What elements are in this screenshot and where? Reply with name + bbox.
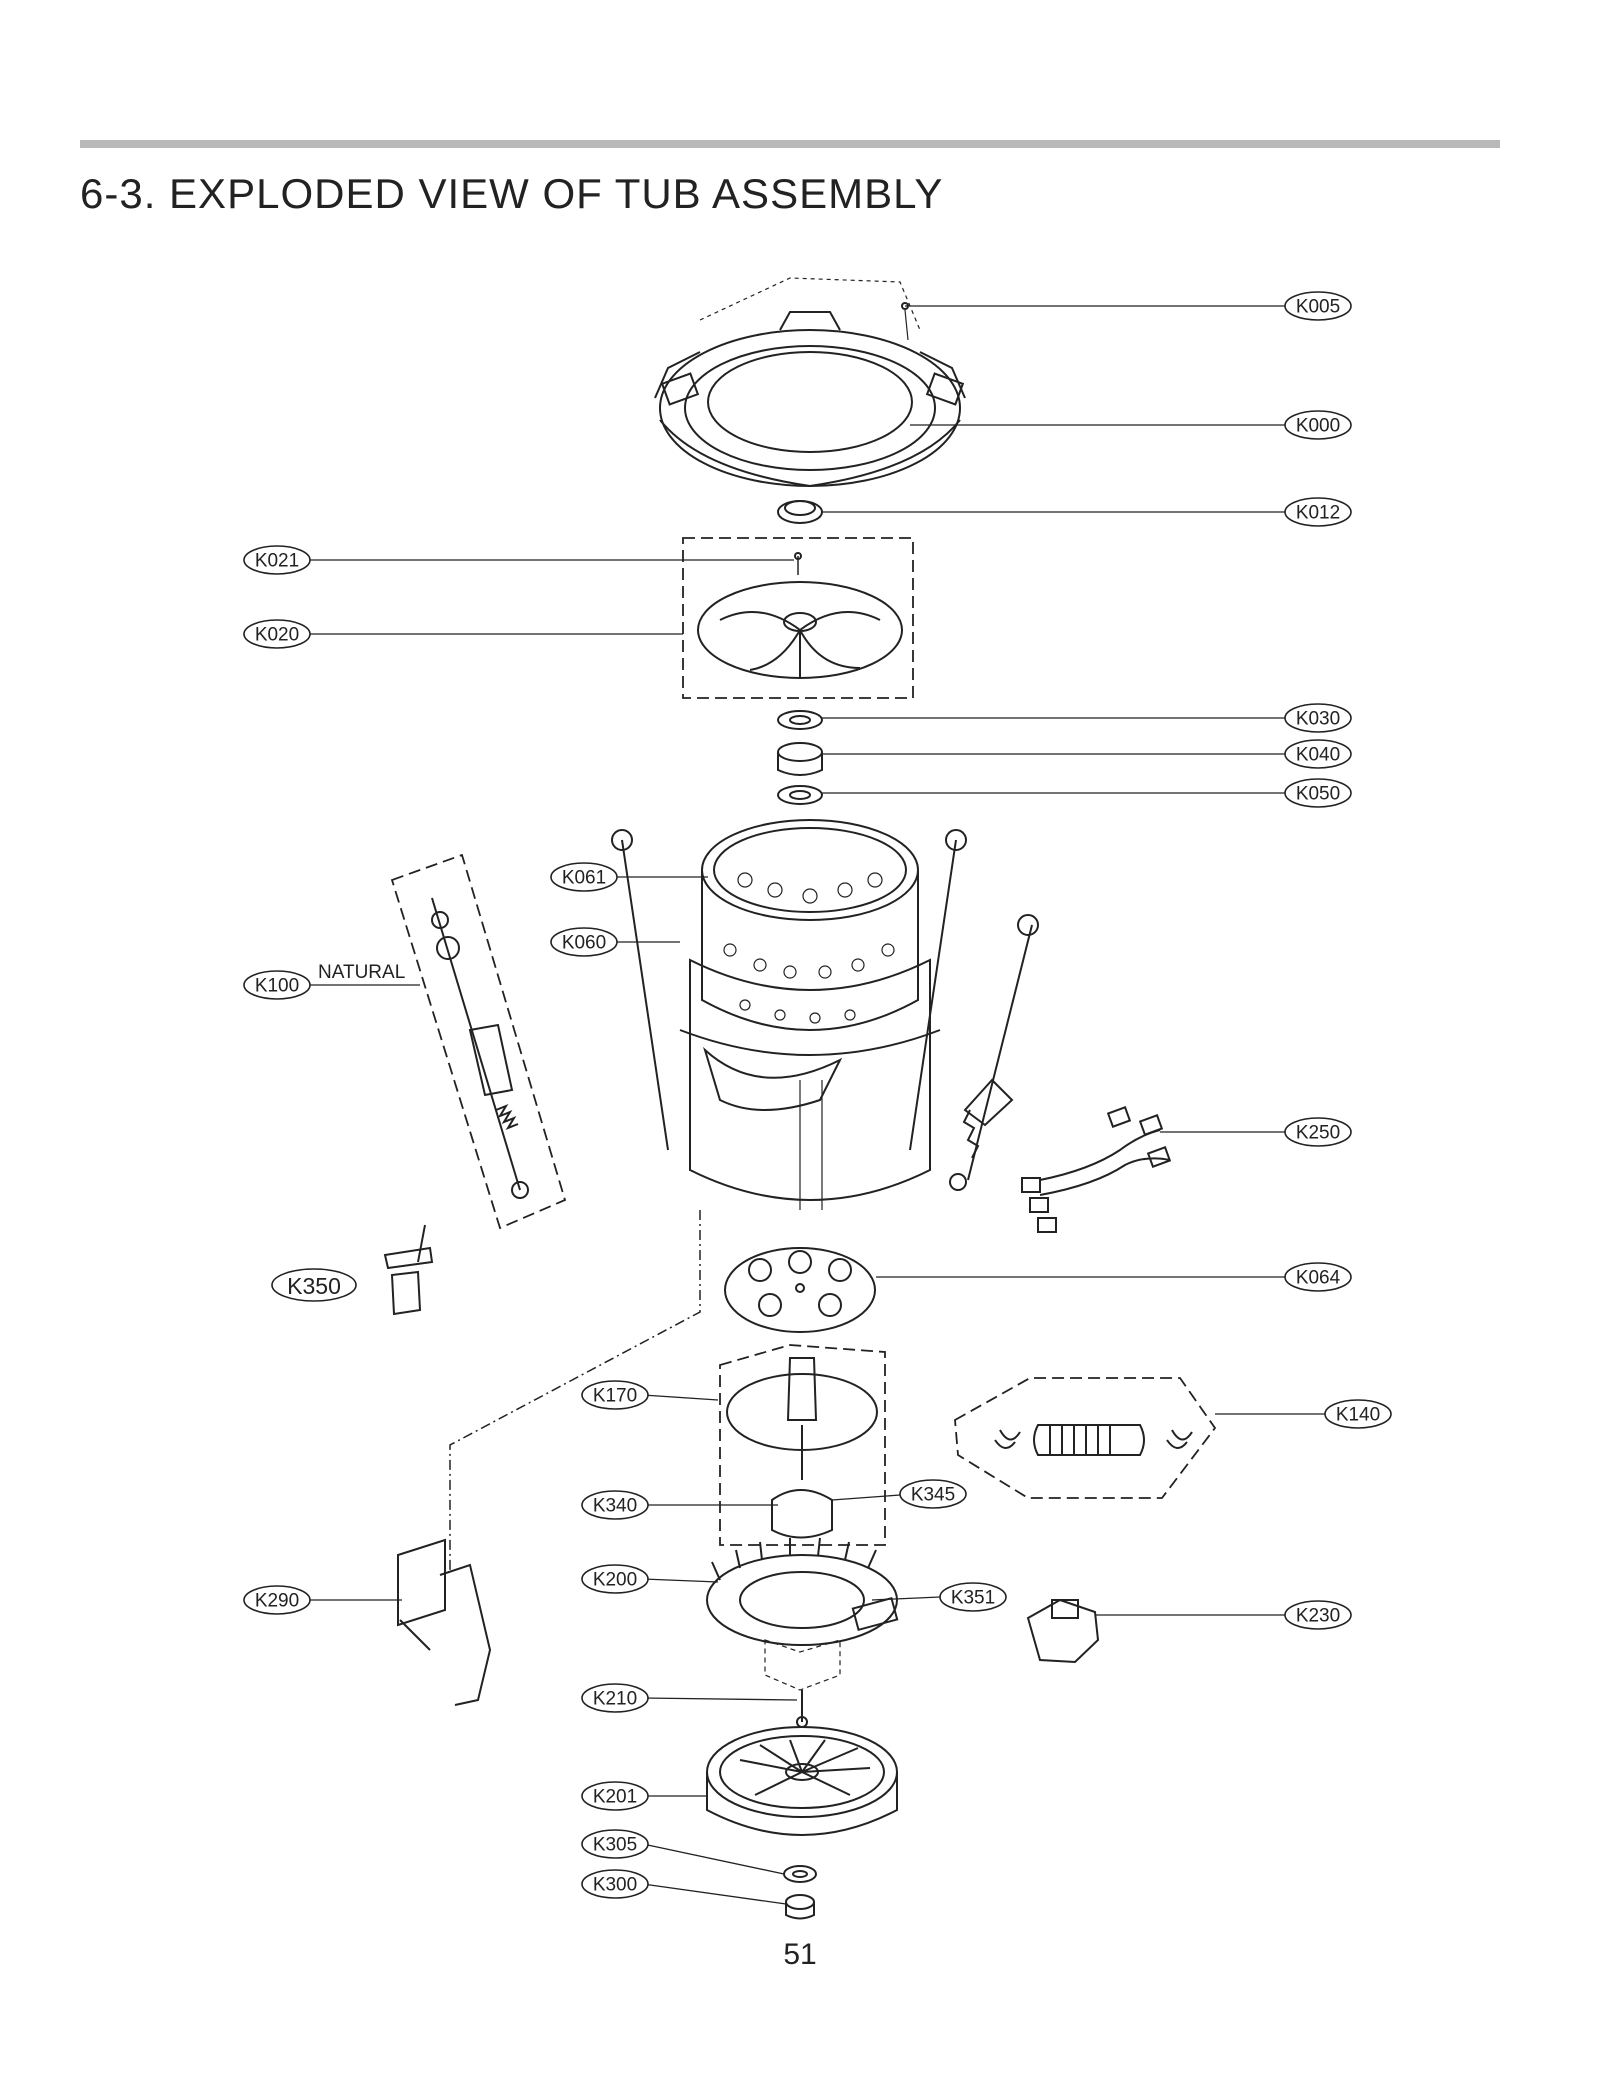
k140-group-box: [954, 1377, 1217, 1499]
natural-note: NATURAL: [318, 962, 405, 983]
callout-k230: K230: [1296, 1606, 1340, 1627]
callout-k200: K200: [593, 1570, 637, 1591]
callout-k060: K060: [562, 933, 606, 954]
callout-k300: K300: [593, 1875, 637, 1896]
page-title: 6-3. EXPLODED VIEW OF TUB ASSEMBLY: [80, 170, 944, 217]
k100-rod-part: [431, 897, 529, 1199]
page-number: 51: [783, 1938, 817, 1971]
k170-group-box: [719, 1344, 886, 1546]
callout-k170: K170: [593, 1386, 637, 1407]
callout-shapes: [243, 291, 1392, 1899]
k230-part: [1026, 1598, 1100, 1664]
k201-rotor-part: [706, 1726, 898, 1836]
k170-flange-part: [726, 1357, 878, 1539]
callout-k000: K000: [1296, 416, 1340, 437]
k250-harness-part: [1021, 1106, 1172, 1233]
callout-k210: K210: [593, 1689, 637, 1710]
callout-k140: K140: [1336, 1405, 1380, 1426]
callout-k250: K250: [1296, 1123, 1340, 1144]
k012-part: [777, 500, 823, 524]
washer-nut-stack: [777, 710, 823, 805]
callout-k290: K290: [255, 1591, 299, 1612]
callout-k345: K345: [911, 1485, 955, 1506]
pulsator-group-box: [682, 537, 914, 699]
callout-k064: K064: [1296, 1268, 1341, 1289]
callout-k100: K100: [255, 976, 299, 997]
k064-plate-part: [724, 1247, 876, 1333]
callout-k050: K050: [1296, 784, 1340, 805]
leader-lines: [305, 305, 1325, 1905]
callout-k201: K201: [593, 1787, 637, 1808]
k140-hose-part: [994, 1424, 1193, 1456]
tub-cover-part: [654, 277, 966, 488]
callout-k040: K040: [1296, 745, 1340, 766]
callout-k351: K351: [951, 1588, 995, 1609]
pulsator-part: [697, 552, 903, 679]
k100-group-box: [390, 853, 567, 1230]
callout-k305: K305: [593, 1835, 637, 1856]
k200-stator-part: [706, 1537, 899, 1691]
guide-line: [449, 1210, 701, 1570]
k210-bolt-part: [796, 1690, 808, 1728]
callout-k012: K012: [1296, 503, 1340, 524]
callout-k340: K340: [593, 1496, 637, 1517]
k305-k300-parts: [783, 1865, 817, 1920]
tub-part: [679, 819, 941, 1210]
k350-part: [383, 1224, 434, 1316]
header-rule: [80, 140, 1500, 148]
callout-k021: K021: [255, 551, 299, 572]
callout-k005: K005: [1296, 297, 1340, 318]
tub-holes: [723, 872, 895, 1024]
k290-bracket-part: [397, 1538, 492, 1706]
callout-k020: K020: [255, 625, 299, 646]
callout-k030: K030: [1296, 709, 1340, 730]
callout-k061: K061: [562, 868, 606, 889]
callout-k350: K350: [287, 1273, 341, 1299]
suspension-rods: [611, 829, 1039, 1191]
